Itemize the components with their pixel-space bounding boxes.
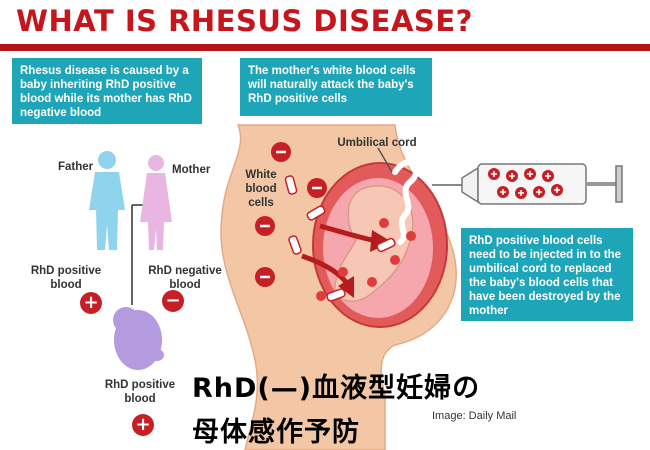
baby-plus-badge: +: [132, 414, 154, 436]
baby-blood-label: RhD positive blood: [104, 379, 176, 405]
umbilical-cord-shape: [392, 159, 420, 245]
cord-label-leader: [377, 147, 393, 173]
attack-arrow-1-head: [370, 230, 392, 252]
attack-arrow-1: [319, 223, 373, 243]
info-box-intro: Rhesus disease is caused by a baby inher…: [12, 58, 202, 124]
white-blood-cell-rods: [284, 175, 396, 302]
caption-line-1: RhD(—)血液型妊婦の: [192, 373, 481, 404]
father-plus-badge: +: [80, 292, 102, 314]
attack-arrow-2-head: [338, 276, 354, 298]
caption-line-2: 母体感作予防: [192, 417, 360, 448]
white-cells-label: White blood cells: [245, 169, 277, 209]
info-box-attack: The mother's white blood cells will natu…: [240, 58, 432, 116]
page-title: WHAT IS RHESUS DISEASE?: [16, 4, 473, 38]
negative-cell-marks: [260, 150, 322, 279]
mother-blood-label: RhD negative blood: [148, 265, 222, 291]
mother-minus-badge: −: [162, 290, 184, 312]
syringe-cell-marks: [491, 171, 560, 196]
title-divider: [0, 44, 650, 51]
father-blood-label: RhD positive blood: [30, 265, 102, 291]
image-credit: Image: Daily Mail: [432, 410, 517, 422]
father-figure: [89, 151, 125, 250]
mother-figure: [140, 155, 172, 250]
umbilical-cord-label: Umbilical cord: [337, 137, 417, 149]
fetal-positive-cells: [316, 218, 416, 301]
mother-label: Mother: [172, 164, 211, 176]
father-label: Father: [58, 161, 94, 173]
attack-arrow-2: [301, 253, 348, 284]
baby-figure: [113, 307, 164, 370]
info-box-injection: RhD positive blood cells need to be inje…: [461, 228, 633, 321]
